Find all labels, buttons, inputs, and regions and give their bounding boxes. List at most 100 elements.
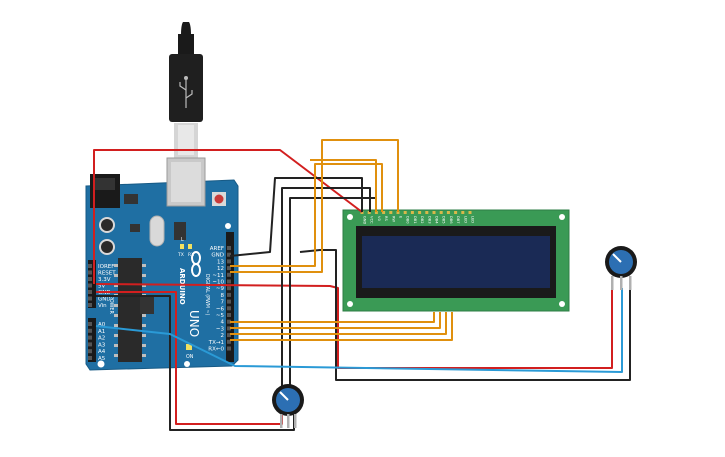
pin-label: ~3 — [216, 326, 225, 332]
lcd-pin[interactable] — [432, 211, 436, 214]
lcd-pin[interactable] — [360, 211, 364, 214]
pin-label: 8 — [221, 293, 225, 299]
wire-orange-pin3 — [230, 312, 447, 335]
lcd-pin-label: DB1 — [413, 216, 417, 224]
pin-label: 4 — [221, 320, 225, 326]
lcd-pin-label: RS — [384, 216, 388, 221]
arduino-uno-board[interactable]: ARDUINO UNO DIGITAL (PWM ~) ON POWER L T… — [85, 157, 239, 371]
pin-socket[interactable] — [88, 328, 92, 333]
pin-socket[interactable] — [227, 252, 231, 257]
pin-label: A5 — [98, 356, 106, 362]
wire-orange-pin11 — [230, 139, 399, 273]
arduino-logo-icon — [191, 251, 201, 277]
pin-socket[interactable] — [227, 333, 231, 338]
pin-socket[interactable] — [227, 326, 231, 331]
pin-socket[interactable] — [88, 296, 92, 301]
digital-section-label: DIGITAL (PWM ~) — [204, 274, 210, 315]
pin-socket[interactable] — [227, 313, 231, 317]
pin-socket[interactable] — [227, 306, 231, 311]
pin-label: IOREF — [98, 264, 114, 270]
wire-orange-pin12 — [230, 163, 383, 267]
pin-label: 5V — [98, 284, 105, 290]
pin-label: GND — [211, 253, 224, 259]
pin-socket[interactable] — [88, 303, 92, 307]
pin-socket[interactable] — [88, 335, 92, 340]
lcd-pin-label: VCC — [370, 216, 374, 224]
pin-label: A3 — [98, 342, 106, 348]
pin-socket[interactable] — [88, 342, 92, 347]
pin-label: 7 — [221, 300, 225, 306]
wire-black-lcd-right — [299, 249, 631, 381]
pin-socket[interactable] — [227, 266, 231, 271]
lcd-pin[interactable] — [461, 211, 465, 214]
pin-label: Vin — [98, 303, 107, 309]
pin-socket[interactable] — [227, 246, 231, 250]
lcd-pin[interactable] — [374, 211, 378, 214]
lcd-pin-label: DB4 — [435, 216, 439, 224]
pin-socket[interactable] — [227, 346, 231, 351]
lcd-pin[interactable] — [454, 211, 458, 214]
lcd-pin-label: DB3 — [427, 216, 431, 224]
lcd-pin[interactable] — [410, 211, 414, 214]
pin-label: TX→1 — [208, 340, 224, 346]
pin-label: ~10 — [212, 280, 224, 286]
pin-socket[interactable] — [88, 322, 92, 326]
lcd-pin-label: LED — [463, 216, 467, 223]
pin-label: ~11 — [212, 273, 224, 279]
pin-label: ~9 — [216, 286, 225, 292]
pin-label: 13 — [217, 259, 224, 265]
pin-label: AREF — [210, 246, 224, 252]
lcd-pin[interactable] — [367, 211, 371, 214]
pin-label: 12 — [217, 266, 224, 272]
pin-label: A0 — [98, 322, 106, 328]
pin-label: RESET — [98, 271, 116, 277]
lcd-pin[interactable] — [418, 211, 422, 214]
pin-socket[interactable] — [88, 270, 92, 275]
pin-label: ~5 — [216, 313, 225, 319]
led-label-tx: TX — [177, 252, 184, 258]
wire-blue — [95, 288, 623, 373]
pin-socket[interactable] — [227, 259, 231, 264]
pin-socket[interactable] — [88, 283, 92, 288]
wire-orange-pin4 — [230, 312, 441, 329]
pin-label: A1 — [98, 329, 105, 335]
pin-socket[interactable] — [227, 339, 231, 344]
pin-label: GND — [98, 297, 111, 303]
lcd-pin-label: V0 — [377, 216, 381, 221]
lcd-pin[interactable] — [468, 211, 472, 214]
pin-socket[interactable] — [227, 292, 231, 297]
pin-label: RX←0 — [208, 347, 224, 353]
pin-socket[interactable] — [227, 286, 231, 291]
lcd-pin[interactable] — [382, 211, 386, 214]
lcd-pin-label: LED — [471, 216, 475, 223]
lcd-pin[interactable] — [425, 211, 429, 214]
lcd-pin[interactable] — [439, 211, 443, 214]
power-section-label: POWER — [108, 296, 114, 314]
lcd-pin-label: DB0 — [406, 216, 410, 224]
pin-socket[interactable] — [227, 272, 231, 277]
board-model-text: UNO — [187, 310, 201, 337]
potentiometer-right[interactable] — [605, 246, 637, 290]
potentiometer-bottom[interactable] — [272, 384, 304, 428]
wire-orange-pin5 — [230, 312, 435, 323]
lcd-pin-label: E — [399, 216, 403, 219]
lcd-pin[interactable] — [446, 211, 450, 214]
lcd-pin[interactable] — [403, 211, 407, 214]
pin-socket[interactable] — [227, 279, 231, 284]
pin-socket[interactable] — [88, 349, 92, 354]
on-led-label: ON — [186, 354, 194, 360]
lcd-pin[interactable] — [396, 211, 400, 214]
wires — [93, 139, 631, 431]
pin-socket[interactable] — [88, 356, 92, 360]
pin-socket[interactable] — [88, 290, 92, 294]
pin-socket[interactable] — [88, 277, 92, 281]
lcd-pin-label: RW — [391, 216, 395, 222]
pin-socket[interactable] — [227, 319, 231, 324]
pin-socket[interactable] — [227, 299, 231, 304]
lcd-pin-label: DB6 — [449, 216, 453, 224]
lcd-pin[interactable] — [389, 211, 393, 214]
lcd-pin-label: DB7 — [456, 216, 460, 224]
pin-socket[interactable] — [88, 264, 92, 268]
